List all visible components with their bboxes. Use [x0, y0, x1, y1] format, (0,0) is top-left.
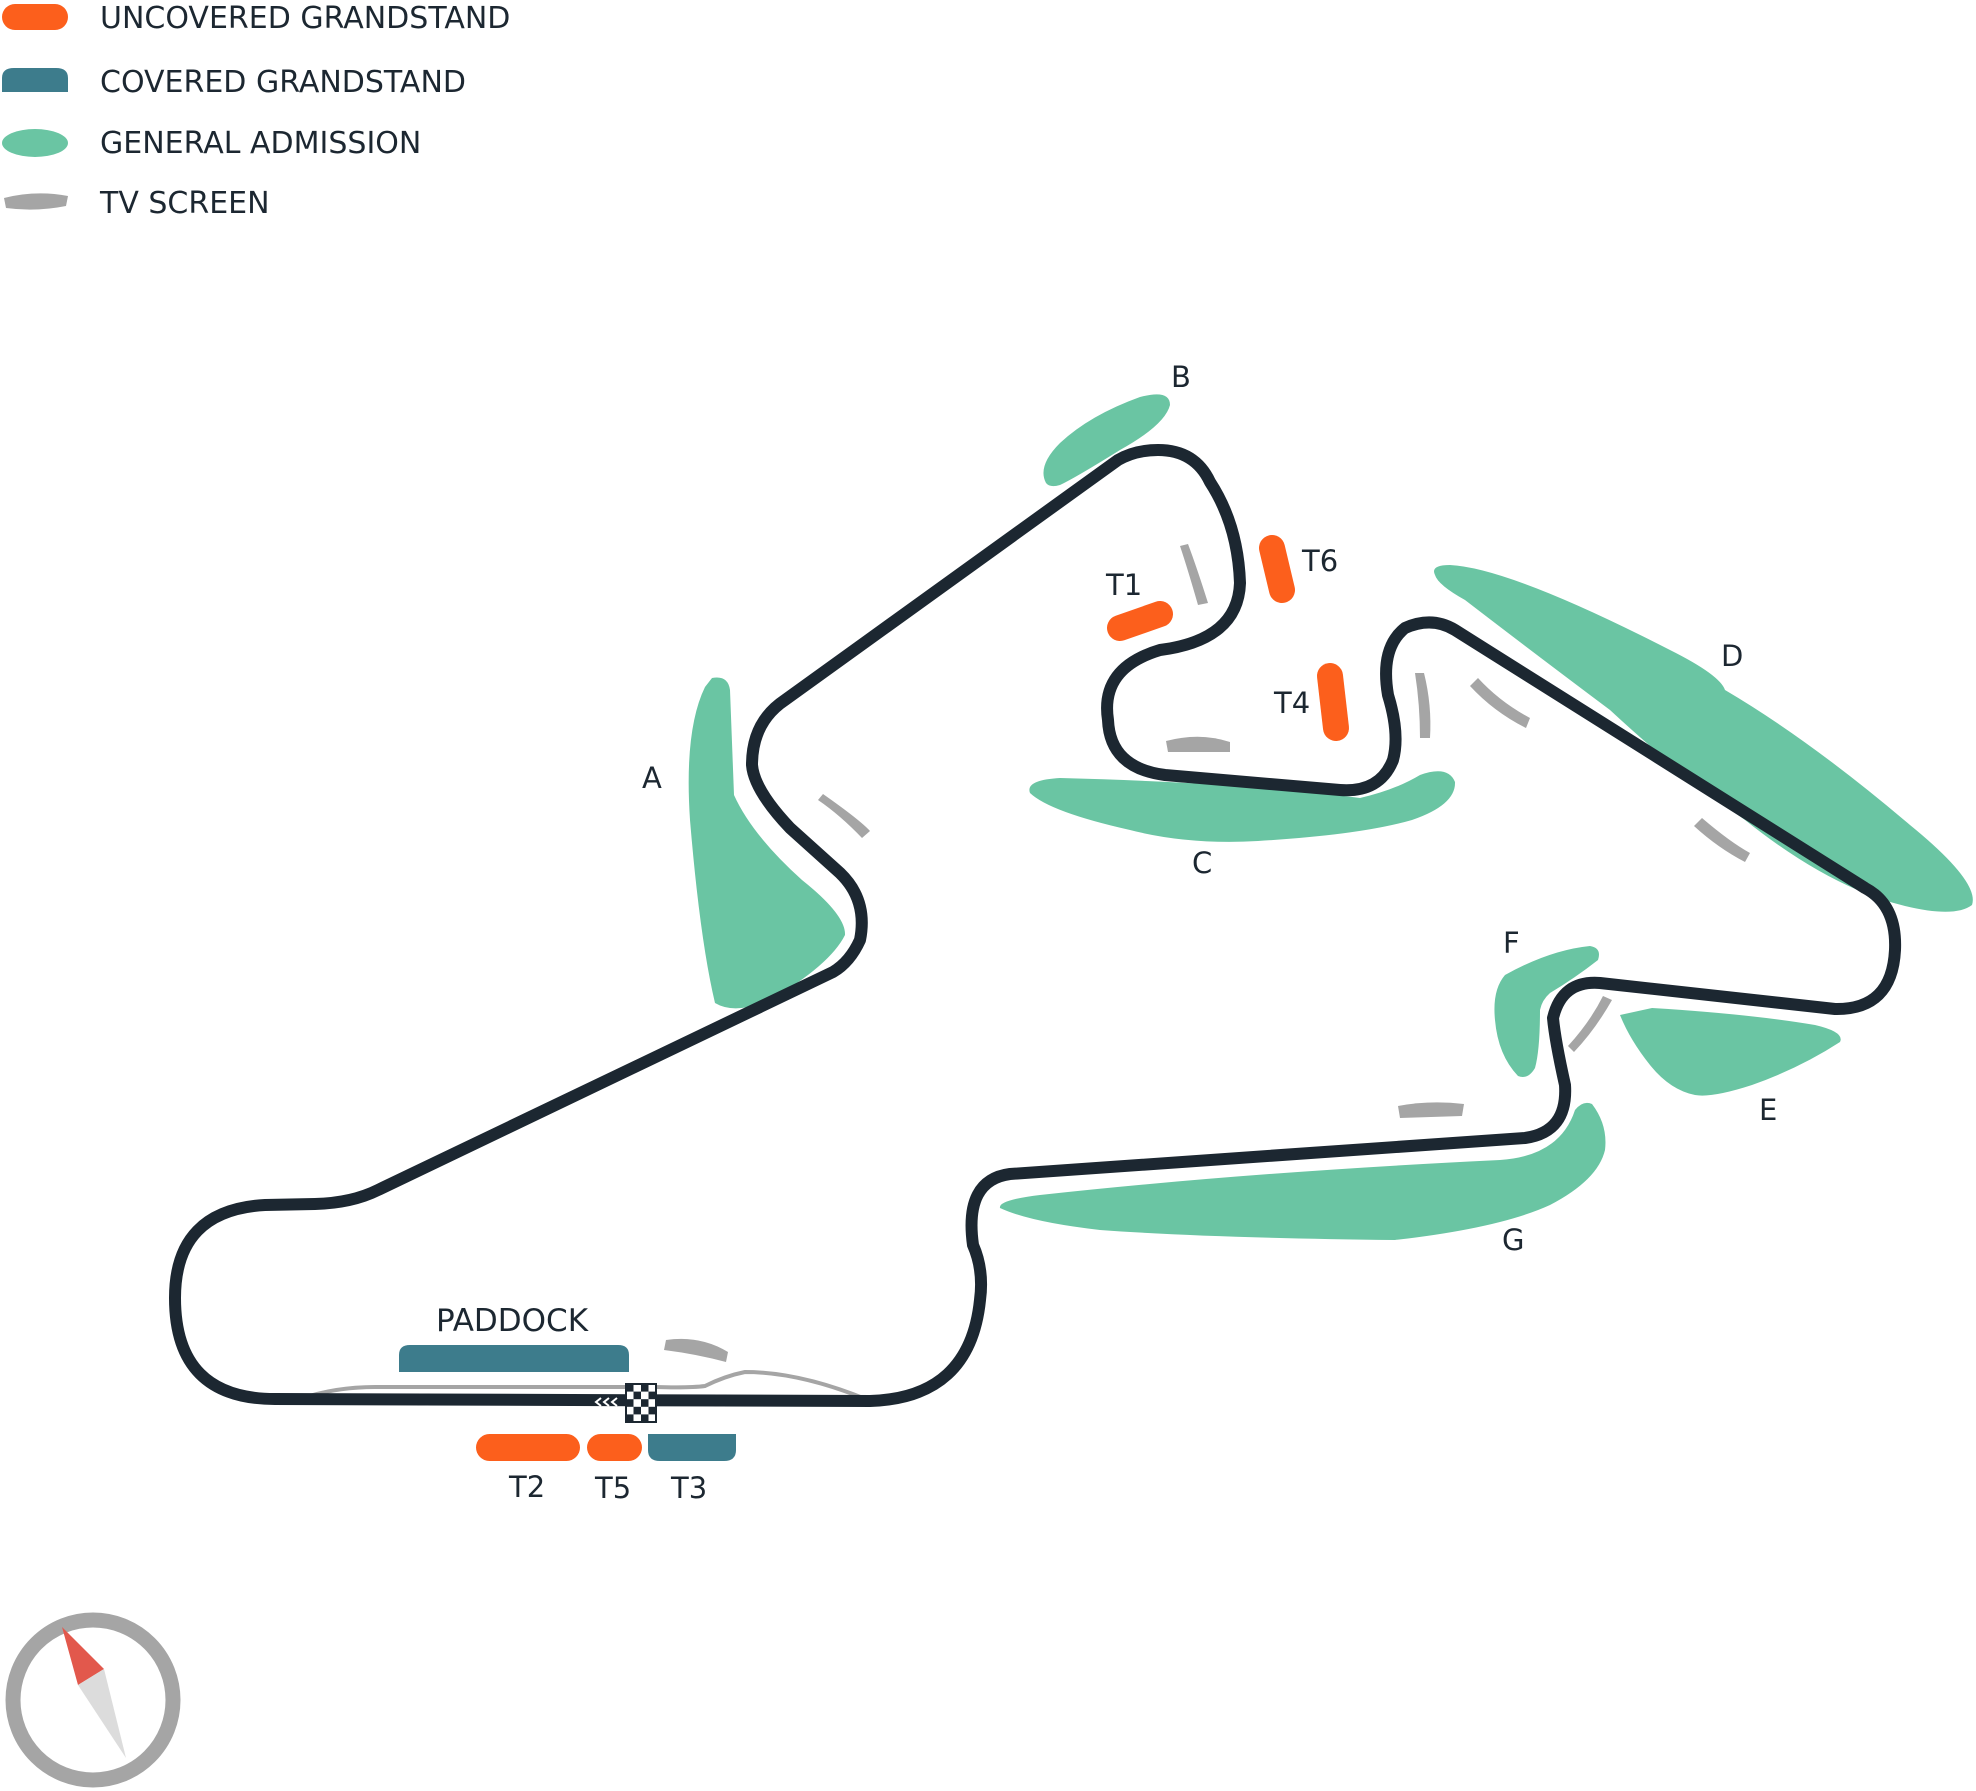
- legend-label-general: GENERAL ADMISSION: [100, 126, 421, 161]
- general-admission-area-b: [1043, 394, 1170, 487]
- grandstand-label-t4: T4: [1273, 686, 1310, 720]
- general-admission-area-e: [1620, 1008, 1841, 1096]
- compass-icon: [5, 1612, 181, 1788]
- paddock-label: PADDOCK: [436, 1303, 589, 1339]
- tv-screens: [664, 544, 1750, 1362]
- direction-chevrons-icon: [594, 1397, 618, 1407]
- general-admission-area-c: [1029, 771, 1456, 842]
- area-label-b: B: [1171, 360, 1191, 394]
- legend-swatch-general: [2, 129, 68, 157]
- grandstand-t3: [648, 1434, 736, 1461]
- race-track: [169, 444, 1902, 1407]
- compass-needle-south: [78, 1669, 126, 1758]
- pitlane: [298, 1369, 870, 1402]
- area-label-d: D: [1721, 639, 1743, 673]
- general-admission-areas: [688, 394, 1973, 1240]
- general-admission-area-a: [688, 677, 846, 1009]
- area-label-e: E: [1759, 1093, 1777, 1127]
- checkered-flag-icon: [625, 1383, 657, 1423]
- legend: UNCOVERED GRANDSTAND COVERED GRANDSTAND …: [2, 1, 510, 221]
- legend-swatch-uncovered: [2, 4, 68, 30]
- grandstand-label-t6: T6: [1301, 544, 1338, 578]
- grandstand-t6: [1259, 535, 1295, 603]
- general-admission-area-f: [1494, 946, 1599, 1077]
- legend-swatch-tv: [4, 193, 68, 210]
- legend-swatch-covered: [2, 68, 68, 92]
- tv-screen: [818, 794, 870, 838]
- legend-label-covered: COVERED GRANDSTAND: [100, 65, 466, 100]
- area-label-g: G: [1502, 1223, 1524, 1257]
- tv-screen: [1180, 544, 1208, 605]
- general-admission-area-g: [999, 1102, 1606, 1240]
- area-label-f: F: [1503, 926, 1520, 960]
- legend-label-uncovered: UNCOVERED GRANDSTAND: [100, 1, 510, 36]
- map-labels: A B C D E F G T1 T6 T4 T2 T5 T3 PADDOCK: [436, 360, 1777, 1505]
- paddock: [399, 1345, 629, 1372]
- grandstands: [399, 535, 1349, 1461]
- grandstand-t4: [1317, 663, 1349, 741]
- tv-screen: [1166, 736, 1230, 752]
- grandstand-t5: [587, 1434, 642, 1461]
- tv-screen: [1694, 818, 1750, 862]
- grandstand-label-t1: T1: [1105, 568, 1142, 602]
- grandstand-label-t5: T5: [594, 1471, 631, 1505]
- grandstand-label-t2: T2: [508, 1470, 545, 1504]
- area-label-a: A: [642, 761, 662, 795]
- grandstand-label-t3: T3: [670, 1471, 707, 1505]
- general-admission-area-d: [1434, 565, 1973, 912]
- legend-label-tv: TV SCREEN: [99, 186, 270, 221]
- tv-screen: [1398, 1102, 1464, 1118]
- compass-needle-north: [62, 1627, 104, 1685]
- tv-screen: [1568, 996, 1612, 1052]
- grandstand-t2: [476, 1434, 580, 1461]
- grandstand-t1: [1107, 601, 1173, 641]
- tv-screen: [1415, 673, 1431, 738]
- area-label-c: C: [1192, 846, 1212, 880]
- tv-screen: [664, 1338, 728, 1362]
- tv-screen: [1470, 678, 1530, 728]
